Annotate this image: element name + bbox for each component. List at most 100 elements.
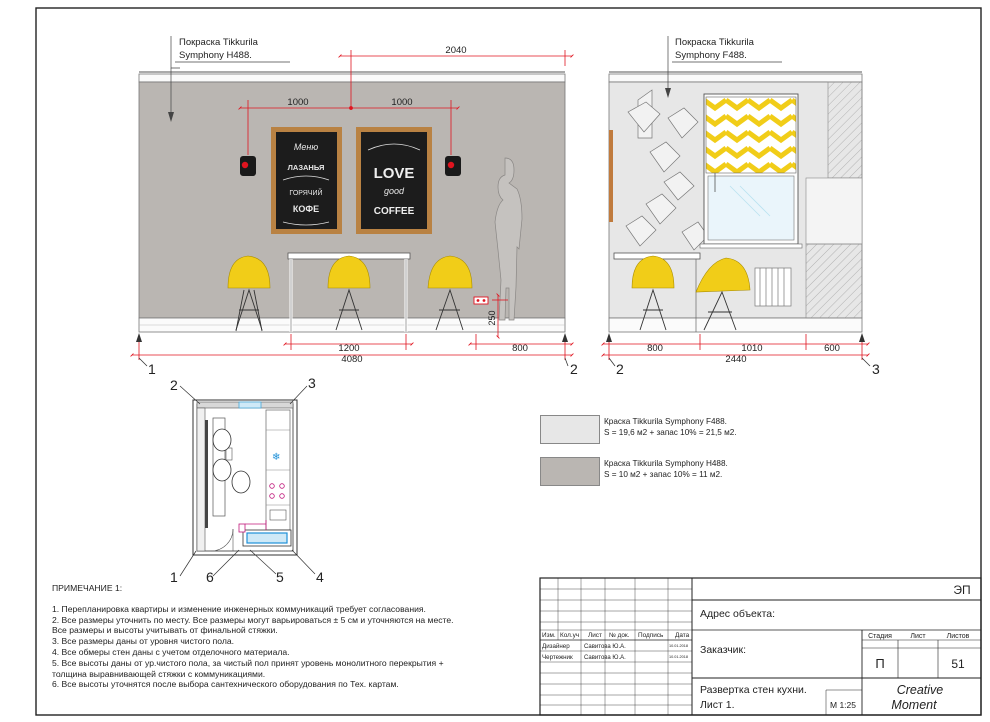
callout-text: Покраска Tikkurila — [179, 37, 259, 48]
plan-label: 5 — [276, 569, 284, 585]
date: 10.01.2018 — [669, 644, 688, 648]
human-silhouette-icon — [494, 157, 523, 321]
headers: Дата — [675, 632, 690, 639]
callout-text: Покраска Tikkurila — [675, 37, 755, 48]
plan-label: 6 — [206, 569, 214, 585]
wall-sconce-icon — [445, 156, 461, 176]
note-line: Все размеры и высоты учитывать от финаль… — [52, 625, 278, 636]
note-line: 5. Все высоты даны от ур.чистого пола, з… — [52, 657, 444, 668]
dimension-label: 800 — [647, 343, 663, 354]
radiator-icon — [754, 267, 792, 307]
axis-label: 1 — [148, 361, 156, 377]
drawing-title: Развертка стен кухни. — [700, 684, 807, 696]
chair-icon — [227, 255, 271, 332]
chalkboard-text: ЛАЗАНЬЯ — [288, 163, 325, 172]
chalkboard-text: LOVE — [374, 165, 415, 182]
note-line: 2. Все размеры уточнить по месту. Все ра… — [52, 614, 454, 625]
brand-logo-text: Moment — [891, 698, 937, 712]
name: Савитова Ю.А. — [584, 655, 626, 661]
callout-left: Покраска Tikkurila Symphony H488. — [168, 36, 290, 122]
chalkboard-text: Меню — [294, 142, 318, 152]
chair-plan-icon — [231, 470, 251, 494]
elevation-left: Меню ЛАЗАНЬЯ ГОРЯЧИЙ КОФЕ LOVE good COFF… — [130, 36, 578, 377]
dimension-label: 600 — [824, 343, 840, 354]
legend-swatch-h488 — [540, 457, 600, 486]
title-block-text: Изм. Кол.уч Лист № док. Подпись Дата Диз… — [542, 583, 971, 712]
chalkboard-text: good — [384, 186, 405, 196]
chair-icon — [631, 255, 675, 331]
headers: № док. — [609, 632, 630, 639]
sheet-code: ЭП — [953, 583, 970, 597]
dimension-label: 800 — [512, 343, 528, 354]
chalkboard-text: COFFEE — [374, 206, 415, 217]
legend-line: Краска Tikkurila Symphony H488. — [604, 459, 728, 468]
wall-sconce-icon — [240, 156, 256, 176]
address-label: Адрес объекта: — [700, 608, 775, 620]
notes-title: ПРИМЕЧАНИЕ 1: — [52, 583, 123, 593]
chalkboard-left: Меню ЛАЗАНЬЯ ГОРЯЧИЙ КОФЕ — [271, 127, 342, 234]
chalkboard-right: LOVE good COFFEE — [356, 127, 432, 234]
note-line: 1. Перепланировка квартиры и изменение и… — [52, 603, 426, 614]
wall-decor-icon — [625, 89, 709, 251]
chair-icon — [695, 257, 751, 331]
sheet-label: Лист — [910, 633, 926, 640]
note-line: толщина выравнивающей стяжки с коммуника… — [52, 668, 266, 679]
legend-line: S = 10 м2 + запас 10% = 11 м2. — [604, 469, 723, 479]
legend-swatch-f488 — [540, 415, 600, 444]
headers: Подпись — [638, 632, 664, 639]
stage-label: Стадия — [868, 633, 892, 640]
plan-label: 3 — [308, 375, 316, 391]
dimension-label: 2040 — [445, 45, 466, 56]
sheets-label: Листов — [947, 633, 970, 640]
dimension-label: 1010 — [741, 343, 762, 354]
dimension-label: 4080 — [341, 354, 362, 365]
role: Дизайнер — [542, 643, 570, 650]
notes-block: ПРИМЕЧАНИЕ 1: 1. Перепланировка квартиры… — [52, 583, 532, 690]
brand-logo-text: Creative — [897, 683, 944, 697]
plan-label: 2 — [170, 377, 178, 393]
dimension-label: 1000 — [391, 97, 412, 108]
chair-icon — [327, 255, 371, 331]
drawing-sheet-number: Лист 1. — [700, 699, 735, 711]
dimension-label: 2440 — [725, 354, 746, 365]
axis-label: 2 — [616, 361, 624, 377]
chair-plan-icon — [212, 428, 232, 452]
elevation-right: Покраска Tikkurila Symphony F488. 800 10… — [601, 36, 880, 377]
headers: Изм. — [542, 632, 556, 639]
dimension-label: 1000 — [287, 97, 308, 108]
legend-line: S = 19,6 м2 + запас 10% = 21,5 м2. — [604, 427, 737, 437]
dimension-top-left — [238, 50, 574, 155]
axis-label: 2 — [570, 361, 578, 377]
role: Чертежник — [542, 654, 573, 661]
headers: Кол.уч — [560, 632, 579, 639]
chair-icon — [427, 255, 473, 331]
headers: Лист — [588, 632, 602, 639]
window-with-blind — [699, 93, 803, 249]
note-line: 4. Все обмеры стен даны с учетом отделоч… — [52, 646, 290, 657]
dimension-label: 1200 — [338, 343, 359, 354]
note-line: 6. Все высоты уточнятся после выбора сан… — [52, 679, 399, 690]
sheets-value: 51 — [951, 657, 965, 671]
callout-text: Symphony F488. — [675, 50, 747, 61]
legend-text-f488: Краска Tikkurila Symphony F488. S = 19,6… — [604, 417, 737, 438]
dimension-label: 250 — [487, 310, 497, 325]
socket-icon — [473, 296, 489, 305]
chalkboard-text: КОФЕ — [293, 204, 319, 214]
legend-line: Краска Tikkurila Symphony F488. — [604, 417, 727, 426]
floor-plan: ❄ 2 3 1 6 5 4 — [170, 375, 324, 585]
stage-value: П — [875, 656, 884, 671]
plan-label: 1 — [170, 569, 178, 585]
chair-plan-icon — [212, 458, 232, 482]
snowflake-icon: ❄ — [272, 452, 280, 463]
roman-blind — [705, 96, 797, 174]
note-line: 3. Все размеры даны от уровня чистого по… — [52, 636, 235, 647]
plan-label: 4 — [316, 569, 324, 585]
axis-label: 3 — [872, 361, 880, 377]
sheet-frame — [35, 7, 982, 716]
drawing-scale: М 1:25 — [830, 700, 856, 710]
chalkboard-text: ГОРЯЧИЙ — [289, 188, 322, 197]
callout-right: Покраска Tikkurila Symphony F488. — [665, 36, 782, 98]
title-block — [539, 577, 982, 716]
dimension-vertical — [492, 293, 508, 339]
